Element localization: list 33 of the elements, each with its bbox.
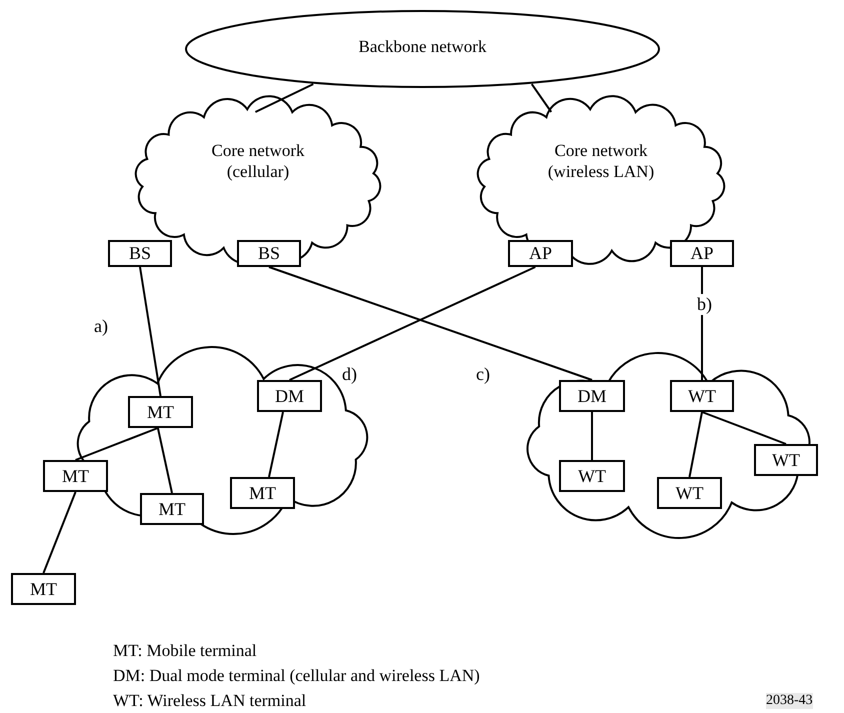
terminal-box: MT [43, 460, 108, 492]
legend-text: MT: Mobile terminal [113, 641, 257, 661]
legend-text: WT: Wireless LAN terminal [113, 691, 306, 711]
terminal-box: WT [670, 380, 734, 412]
terminal-box: BS [237, 240, 301, 267]
terminal-box: DM [257, 380, 322, 412]
terminal-box: WT [754, 444, 818, 476]
connection-line [530, 84, 552, 113]
network-label: Core network (wireless LAN) [546, 140, 656, 182]
terminal-box: WT [559, 460, 625, 492]
network-label: Backbone network [358, 36, 488, 58]
connection-line [701, 267, 703, 380]
connection-line [268, 412, 284, 478]
terminal-box: MT [128, 396, 193, 428]
connection-line [591, 412, 593, 460]
connection-line [42, 492, 76, 574]
connection-line [289, 266, 536, 381]
connection-line [268, 266, 592, 381]
terminal-box: WT [657, 477, 722, 509]
terminal-box: BS [108, 240, 172, 267]
connection-line [688, 412, 703, 478]
figure-number: 2038-43 [766, 693, 813, 709]
terminal-box: MT [230, 477, 295, 509]
terminal-box: DM [559, 380, 625, 412]
terminal-box: AP [670, 240, 734, 267]
network-label: Core network (cellular) [210, 140, 306, 182]
connection-line [156, 428, 173, 494]
terminal-box: MT [140, 493, 204, 525]
connection-line [702, 411, 786, 445]
terminal-box: AP [508, 240, 573, 267]
edge-label: b) [695, 294, 714, 315]
terminal-box: MT [11, 573, 76, 605]
legend-text: DM: Dual mode terminal (cellular and wireless LAN) [113, 666, 480, 686]
